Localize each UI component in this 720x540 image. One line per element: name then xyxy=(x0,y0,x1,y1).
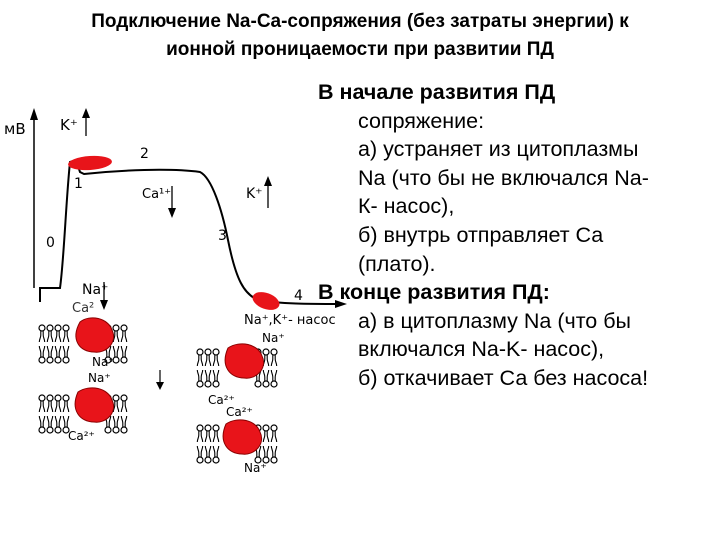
explanation-text: В начале развития ПД сопряжение: а) устр… xyxy=(318,78,718,393)
mid-na-top-label: Na⁺ xyxy=(262,331,285,345)
exchanger-protein-mid-1 xyxy=(224,343,264,379)
action-potential-diagram: мВ K⁺ 2 1 Ca¹⁺ K⁺ 0 3 4 Na⁺ Na⁺,K⁺- насо… xyxy=(4,108,347,475)
mem-na-1-label: Na⁺ xyxy=(92,355,115,369)
start-heading-continued: сопряжение: xyxy=(358,108,485,133)
end-point-a-line-2: включался Na-K- насос), xyxy=(358,337,605,362)
title-line-2: ионной проницаемости при развитии ПД xyxy=(166,39,554,60)
na-pump-label: Na⁺,K⁺- насос xyxy=(244,313,336,328)
exchanger-protein-left-2 xyxy=(74,387,114,423)
k-top-label: K⁺ xyxy=(60,116,78,134)
mem-ca-bottom-label: Ca²⁺ xyxy=(68,429,95,443)
phase-4-label: 4 xyxy=(294,288,303,304)
start-point-a-line-1: а) устраняет из цитоплазмы xyxy=(358,137,639,162)
mid-ca-2-label: Ca²⁺ xyxy=(226,405,253,419)
start-highlight xyxy=(68,155,112,171)
mid-na-bottom-label: Na⁺ xyxy=(244,461,267,475)
ca-ion-label: Ca¹⁺ xyxy=(142,187,171,202)
mem-na-2-label: Na⁺ xyxy=(88,371,111,385)
phase-2-label: 2 xyxy=(140,146,149,162)
phase-0-label: 0 xyxy=(46,235,55,251)
exchanger-protein-mid-2 xyxy=(222,419,262,455)
y-axis-arrow xyxy=(30,108,38,120)
outward-arrow-k xyxy=(335,300,347,308)
mid-ca-1-label: Ca²⁺ xyxy=(208,393,235,407)
end-point-a-line-1: а) в цитоплазму Na (что бы xyxy=(358,308,632,333)
slide-title: Подключение Na-Ca-сопряжения (без затрат… xyxy=(30,8,690,64)
na-in-label: Na⁺ xyxy=(82,282,108,298)
ca-left-label: Ca² xyxy=(72,301,94,316)
y-axis-unit: мВ xyxy=(4,120,26,138)
start-heading: В начале развития ПД xyxy=(318,80,556,104)
start-point-a-line-3: К- насос), xyxy=(358,194,455,219)
end-highlight xyxy=(252,292,280,310)
start-point-a-line-2: Na (что бы не включался Na- xyxy=(358,165,649,190)
start-point-b-line-1: б) внутрь отправляет Са xyxy=(358,222,604,247)
phase-3-label: 3 xyxy=(218,228,227,244)
start-point-b-line-2: (плато). xyxy=(358,251,436,276)
end-heading: В конце развития ПД: xyxy=(318,280,550,305)
end-point-b-line-1: б) откачивает Са без насоса! xyxy=(358,365,649,390)
k-right-label: K⁺ xyxy=(246,186,263,202)
phase-1-label: 1 xyxy=(74,176,83,192)
title-line-1: Подключение Na-Ca-сопряжения (без затрат… xyxy=(91,11,629,32)
exchanger-protein-left-1 xyxy=(75,317,114,353)
